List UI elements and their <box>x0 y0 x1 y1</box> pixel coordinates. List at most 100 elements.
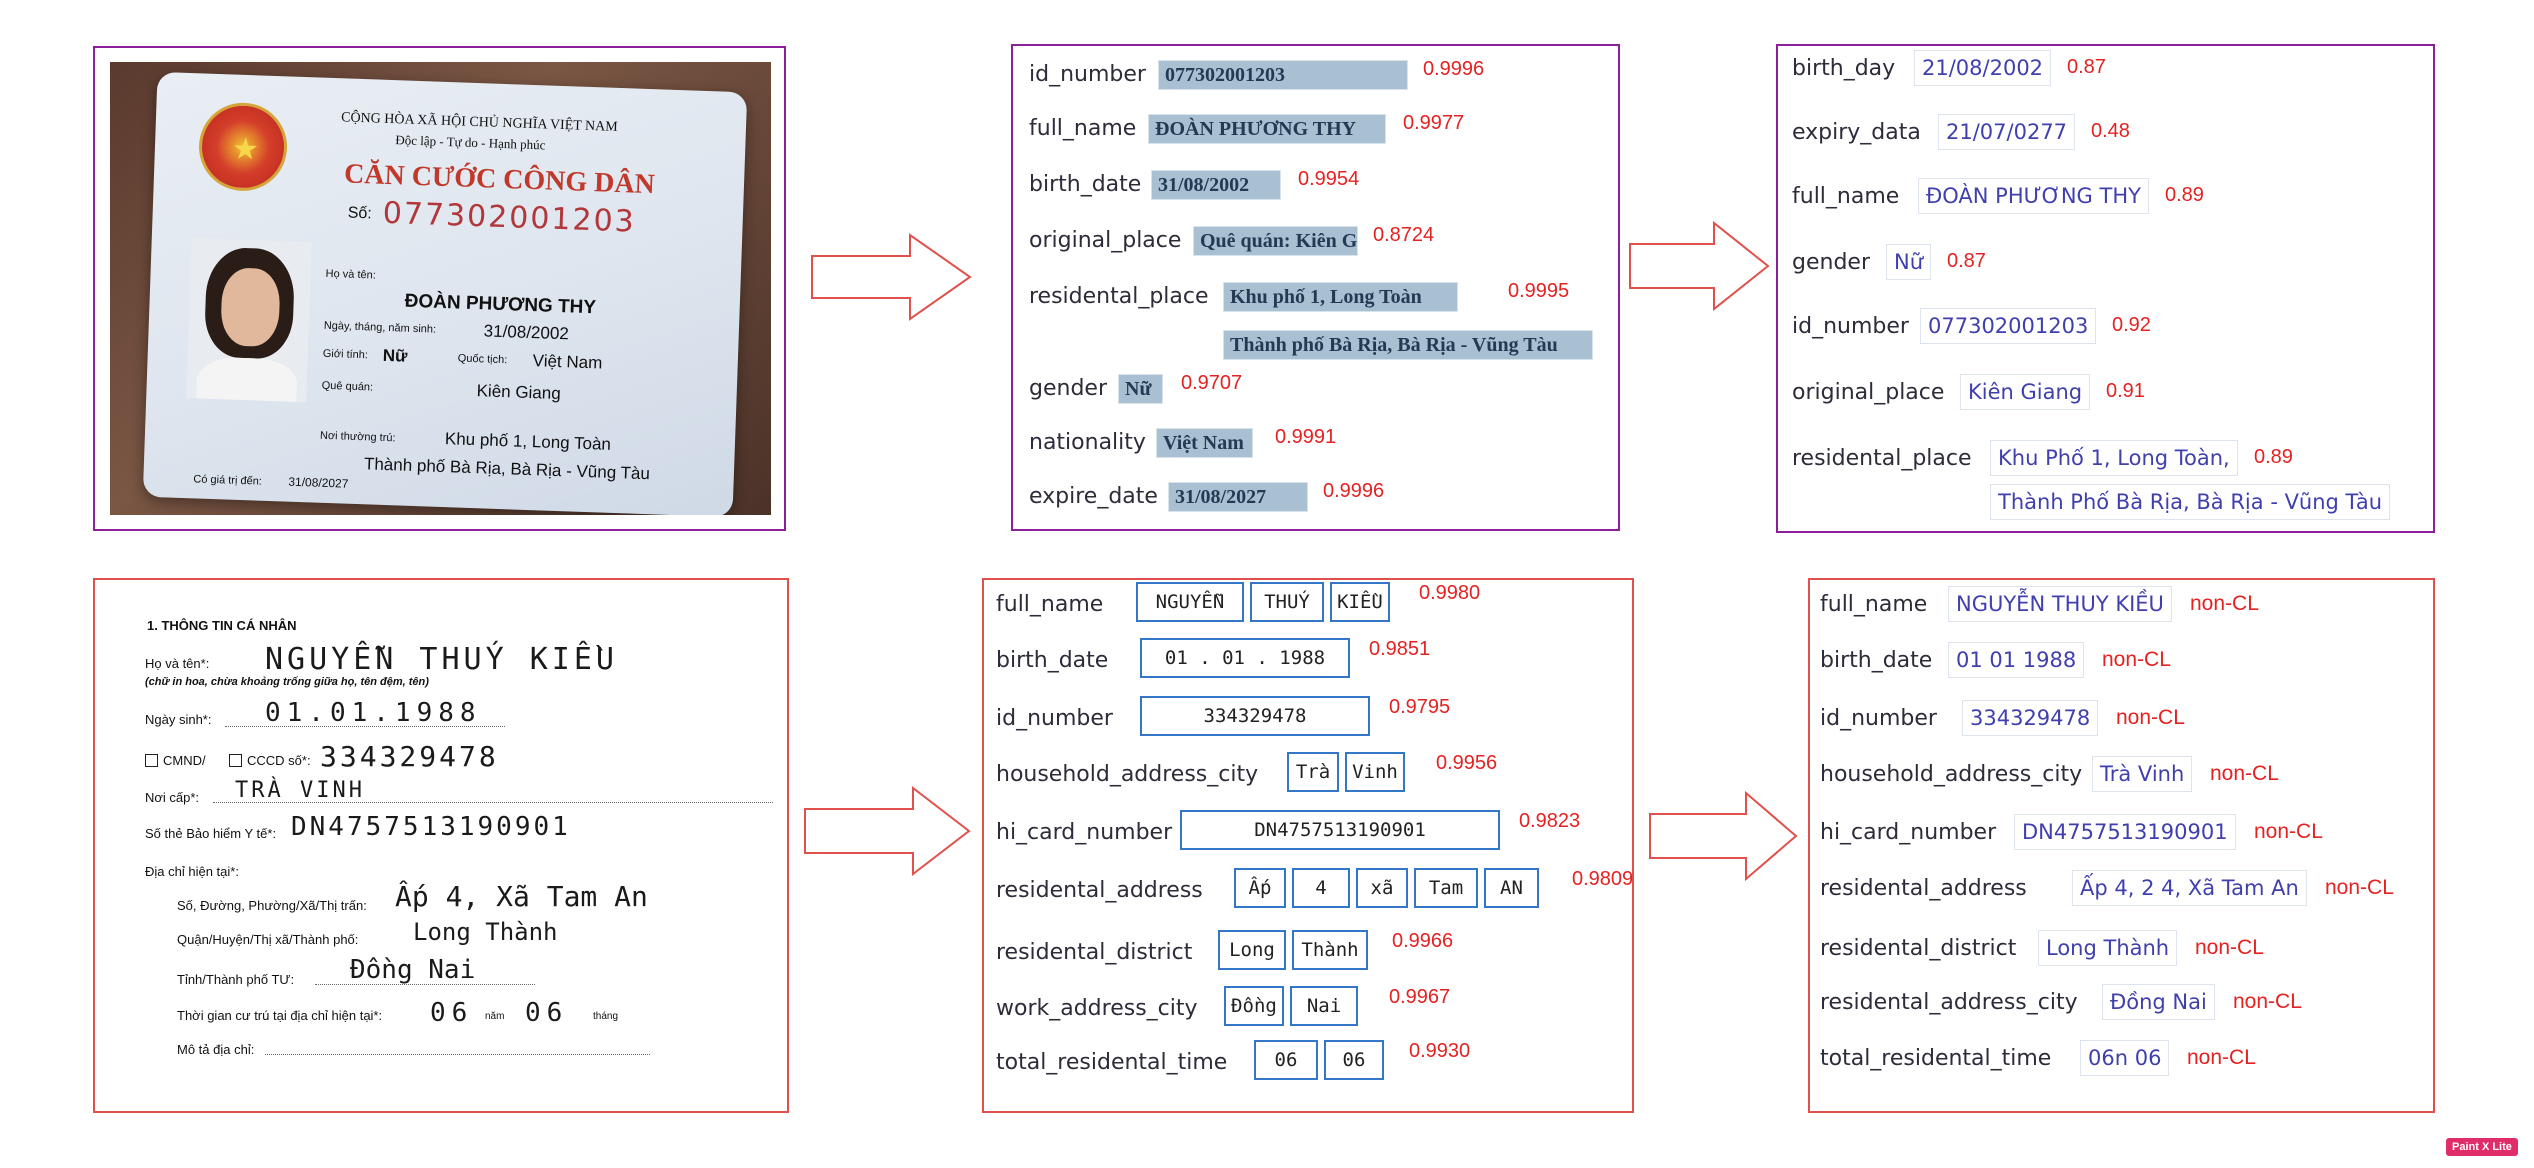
confidence-score: 0.9977 <box>1403 112 1465 134</box>
form-name-hint: (chữ in hoa, chừa khoảng trống giữa họ, … <box>145 676 429 688</box>
confidence-score: 0.9980 <box>1419 582 1481 604</box>
result-field-label: residental_address_city <box>1820 990 2078 1015</box>
card-number: 077302001203 <box>382 195 637 240</box>
recognized-value: 077302001203 <box>1920 308 2097 344</box>
form-issue-dots <box>213 802 773 803</box>
arrow-right-icon <box>1649 790 1798 882</box>
confidence-tag: non-CL <box>2254 820 2323 843</box>
detected-text-crop: Việt Nam <box>1156 428 1253 458</box>
form-name: NGUYỄN THUÝ KIỀU <box>265 642 618 677</box>
recognized-value: 06n 06 <box>2080 1040 2170 1076</box>
confidence-score: 0.9809 <box>1572 868 1634 890</box>
detected-field-label: original_place <box>1029 228 1182 253</box>
form-dob-dots <box>225 726 505 727</box>
form-duration-months: 06 <box>525 998 569 1028</box>
confidence-score: 0.91 <box>2106 380 2145 402</box>
result-field-label: original_place <box>1792 380 1945 405</box>
recognized-value: Ấp 4, 2 4, Xã Tam An <box>2072 870 2307 906</box>
confidence-tag: non-CL <box>2210 762 2279 785</box>
detected-handwriting-box: xã <box>1356 868 1408 908</box>
form-desc-label: Mô tả địa chỉ: <box>177 1042 255 1057</box>
detected-text-crop: 31/08/2002 <box>1151 170 1281 200</box>
form-desc-dots <box>265 1054 650 1055</box>
form-cmnd-label: CMND/ <box>163 753 206 768</box>
result-field-label: residental_district <box>1820 936 2017 961</box>
confidence-score: 0.9956 <box>1436 752 1498 774</box>
confidence-score: 0.9795 <box>1389 696 1451 718</box>
form-scan-panel: 1. THÔNG TIN CÁ NHÂN Họ và tên*: NGUYỄN … <box>93 578 789 1113</box>
recognized-value: Long Thành <box>2038 930 2178 966</box>
recognized-value: DN4757513190901 <box>2014 814 2236 850</box>
detected-field-label: id_number <box>996 706 1113 731</box>
card-expiry: 31/08/2027 <box>288 474 349 491</box>
recognized-value: Trà Vinh <box>2092 756 2193 792</box>
detected-field-label: residental_place <box>1029 284 1209 309</box>
form-dob: 01.01.1988 <box>265 698 482 728</box>
detected-text-crop-line-2: Thành phố Bà Rịa, Bà Rịa - Vũng Tàu <box>1223 330 1593 360</box>
form-district: Long Thành <box>413 918 558 946</box>
detected-handwriting-box: Thành <box>1292 930 1368 970</box>
result-field-label: full_name <box>1792 184 1900 209</box>
confidence-score: 0.48 <box>2091 120 2130 142</box>
recognized-value: NGUYỄN THUY KIỀU <box>1948 586 2172 622</box>
detected-handwriting-box: NGUYỄN <box>1136 582 1244 622</box>
card-header-1: CỘNG HÒA XÃ HỘI CHỦ NGHĨA VIỆT NAM <box>340 110 618 135</box>
confidence-score: 0.9967 <box>1389 986 1451 1008</box>
id-card: ★ CỘNG HÒA XÃ HỘI CHỦ NGHĨA VIỆT NAM Độc… <box>142 71 748 515</box>
id-card-photo-panel: ★ CỘNG HÒA XÃ HỘI CHỦ NGHĨA VIỆT NAM Độc… <box>93 46 786 531</box>
result-field-label: total_residental_time <box>1820 1046 2052 1071</box>
watermark-badge: Paint X Lite <box>2446 1138 2518 1156</box>
detected-text-crop: 077302001203 <box>1158 60 1408 90</box>
form-years-word: năm <box>485 1011 505 1022</box>
confidence-tag: non-CL <box>2102 648 2171 671</box>
card-residence-1: Khu phố 1, Long Toàn <box>444 429 612 454</box>
form-street: Ấp 4, Xã Tam An <box>395 880 648 913</box>
detected-field-label: residental_district <box>996 940 1193 965</box>
result-field-label: birth_day <box>1792 56 1896 81</box>
detected-text-crop: 31/08/2027 <box>1168 482 1308 512</box>
confidence-tag: non-CL <box>2325 876 2394 899</box>
card-title: CĂN CƯỚC CÔNG DÂN <box>343 158 656 201</box>
detected-field-label: hi_card_number <box>996 820 1173 845</box>
recognized-value: 334329478 <box>1962 700 2099 736</box>
nationality-label: Quốc tịch: <box>457 352 508 367</box>
detected-field-label: full_name <box>1029 116 1137 141</box>
form-duration-label: Thời gian cư trú tại địa chỉ hiện tại*: <box>177 1008 383 1023</box>
portrait-photo <box>186 238 312 403</box>
recognized-value: 21/08/2002 <box>1914 50 2052 86</box>
name-label: Họ và tên: <box>325 267 376 282</box>
detected-field-label: birth_date <box>996 648 1109 673</box>
recognized-value: 01 01 1988 <box>1948 642 2085 678</box>
detected-field-label: residental_address <box>996 878 1203 903</box>
form-province-label: Tỉnh/Thành phố TƯ: <box>177 972 295 987</box>
confidence-score: 0.87 <box>2067 56 2106 78</box>
detected-field-label: total_residental_time <box>996 1050 1228 1075</box>
result-field-label: household_address_city <box>1820 762 2083 787</box>
recognized-value-line-2: Thành Phố Bà Rịa, Bà Rịa - Vũng Tàu <box>1990 484 2391 520</box>
detected-field-label: gender <box>1029 376 1107 401</box>
confidence-score: 0.89 <box>2165 184 2204 206</box>
detected-handwriting-box: DN4757513190901 <box>1180 810 1500 850</box>
arrow-right-icon <box>804 785 971 877</box>
confidence-score: 0.89 <box>2254 446 2293 468</box>
card-name: ĐOÀN PHƯƠNG THY <box>404 290 597 319</box>
detected-field-label: expire_date <box>1029 484 1158 509</box>
form-province-dots <box>315 984 535 985</box>
detected-handwriting-box: Ấp <box>1234 868 1286 908</box>
arrow-right-icon <box>1629 220 1770 312</box>
form-id: 334329478 <box>320 740 499 773</box>
confidence-tag: non-CL <box>2233 990 2302 1013</box>
confidence-score: 0.9851 <box>1369 638 1431 660</box>
confidence-score: 0.8724 <box>1373 224 1435 246</box>
confidence-score: 0.9991 <box>1275 426 1337 448</box>
result-field-label: hi_card_number <box>1820 820 1997 845</box>
detected-field-label: birth_date <box>1029 172 1142 197</box>
result-field-label: birth_date <box>1820 648 1933 673</box>
result-field-label: residental_place <box>1792 446 1972 471</box>
detected-handwriting-box: Nai <box>1290 986 1358 1026</box>
id-card-photo: ★ CỘNG HÒA XÃ HỘI CHỦ NGHĨA VIỆT NAM Độc… <box>110 62 771 515</box>
confidence-score: 0.92 <box>2112 314 2151 336</box>
